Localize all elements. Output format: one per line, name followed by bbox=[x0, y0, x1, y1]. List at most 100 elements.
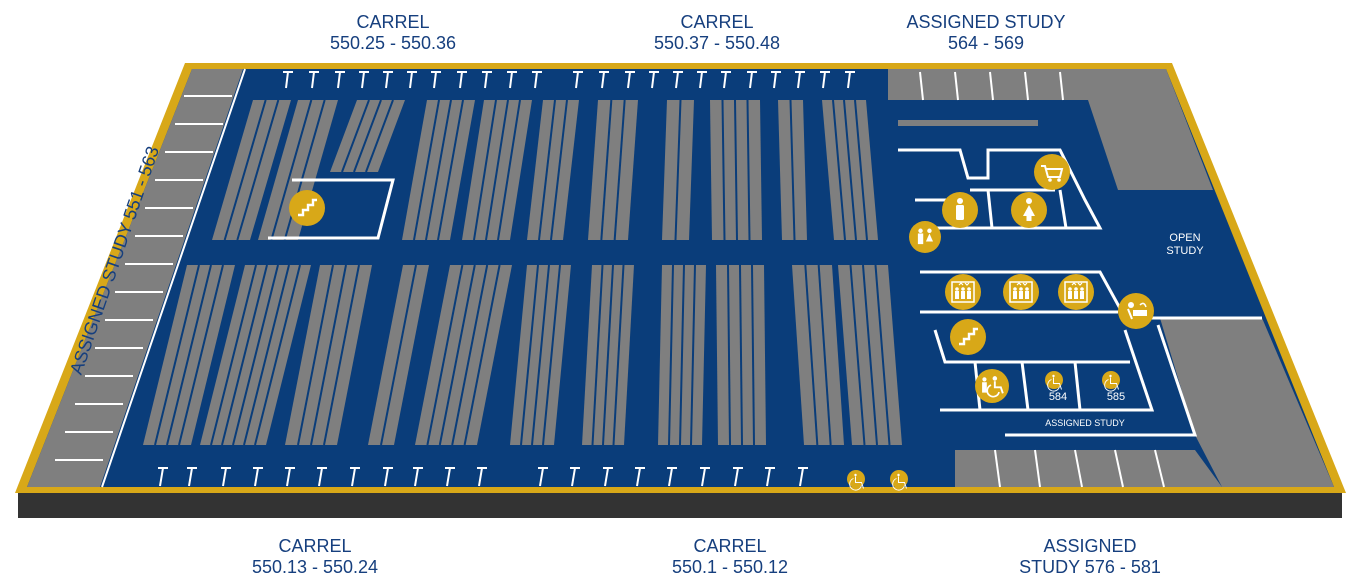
bookshelf-range bbox=[792, 264, 844, 446]
carrel-desk bbox=[477, 467, 487, 487]
carrel-desk bbox=[721, 71, 731, 89]
wheelchair-icon bbox=[1102, 371, 1120, 392]
carrel-desk bbox=[573, 71, 583, 89]
carrel-desk bbox=[747, 71, 757, 89]
carrel-desk bbox=[700, 467, 710, 487]
stairs-icon bbox=[950, 319, 986, 355]
bookshelf-range bbox=[402, 99, 475, 241]
assigned-study-left-block bbox=[27, 69, 243, 487]
bookshelf-range bbox=[778, 99, 807, 241]
room-584-label: 584 bbox=[1048, 391, 1068, 403]
bookshelf-range bbox=[527, 99, 579, 241]
carrel-desk bbox=[532, 71, 542, 89]
elevator-icon bbox=[1003, 274, 1039, 310]
carrel-bottom-mid-range: 550.1 - 550.12 bbox=[671, 557, 789, 577]
bookshelf-range bbox=[710, 99, 762, 241]
carrel-top-mid-title: CARREL bbox=[680, 12, 754, 32]
accessible-restroom-icon bbox=[975, 369, 1009, 403]
carrel-desk bbox=[798, 467, 808, 487]
wheelchair-icon bbox=[847, 470, 865, 491]
carrel-desk bbox=[383, 467, 393, 487]
assigned-study-left-dividers bbox=[55, 68, 246, 488]
carrel-desk bbox=[431, 71, 441, 89]
carrel-top-mid-range: 550.37 - 550.48 bbox=[653, 33, 781, 53]
amenity-icons bbox=[289, 154, 1154, 491]
carrel-desk bbox=[667, 467, 677, 487]
service-counter bbox=[898, 120, 1038, 126]
open-study-line2: STUDY bbox=[1166, 245, 1204, 257]
bookshelf-range bbox=[662, 99, 694, 241]
study-block-lower-right bbox=[1160, 318, 1334, 487]
carrel-bottom-left-title: CARREL bbox=[278, 536, 352, 556]
carrel-desk bbox=[733, 467, 743, 487]
bookshelf-range bbox=[330, 99, 405, 173]
carrel-desk bbox=[538, 467, 548, 487]
bookshelf-range bbox=[716, 264, 766, 446]
carrel-bottom-mid-title: CARREL bbox=[693, 536, 767, 556]
carrel-desk bbox=[283, 71, 293, 89]
stair-enclosure bbox=[268, 178, 395, 240]
carrel-desk bbox=[697, 71, 707, 89]
map-base bbox=[18, 490, 1342, 518]
women-restroom-icon bbox=[1011, 192, 1047, 228]
bookshelf-range bbox=[838, 264, 902, 446]
carrel-desk bbox=[359, 71, 369, 89]
carrel-desk bbox=[603, 467, 613, 487]
carrel-top-left-label: CARREL 550.25 - 550.36 bbox=[318, 12, 468, 54]
stairs-icon bbox=[289, 190, 325, 226]
carrel-desk bbox=[285, 467, 295, 487]
assigned-bottom-right-range: STUDY 576 - 581 bbox=[1019, 557, 1161, 577]
bookshelf-range bbox=[212, 99, 291, 241]
study-block-upper-right bbox=[1088, 69, 1213, 190]
bookshelf-range bbox=[822, 99, 878, 241]
carrel-top-mid-label: CARREL 550.37 - 550.48 bbox=[642, 12, 792, 54]
carrel-desk bbox=[845, 71, 855, 89]
elevator-icon bbox=[1058, 274, 1094, 310]
assigned-study-bottom-right-block bbox=[955, 450, 1222, 487]
men-restroom-icon bbox=[942, 192, 978, 228]
bookshelf-range bbox=[588, 99, 638, 241]
assigned-study-dividers bbox=[919, 71, 1165, 488]
carrel-desk bbox=[673, 71, 683, 89]
carrel-desk bbox=[413, 467, 423, 487]
carrel-desk bbox=[625, 71, 635, 89]
bookshelf-range bbox=[368, 264, 429, 446]
carrel-top-left-title: CARREL bbox=[356, 12, 430, 32]
bookshelf-range bbox=[510, 264, 571, 446]
carrel-desk bbox=[253, 467, 263, 487]
carrel-desk bbox=[335, 71, 345, 89]
carrel-top-left-range: 550.25 - 550.36 bbox=[329, 33, 457, 53]
assigned-bottom-right-title: ASSIGNED bbox=[1043, 536, 1137, 556]
carrel-bottom-mid-label: CARREL 550.1 - 550.12 bbox=[655, 536, 805, 578]
carrel-desk bbox=[221, 467, 231, 487]
shopping-cart-icon bbox=[1034, 154, 1070, 190]
assigned-study-small-label: ASSIGNED STUDY bbox=[1045, 418, 1125, 428]
carrel-desk bbox=[317, 467, 327, 487]
wheelchair-icon bbox=[890, 470, 908, 491]
carrel-desk bbox=[635, 467, 645, 487]
carrel-desk bbox=[795, 71, 805, 89]
open-study-line1: OPEN bbox=[1169, 232, 1201, 244]
assigned-top-right-range: 564 - 569 bbox=[947, 33, 1025, 53]
carrel-desk bbox=[599, 71, 609, 89]
carrel-desk bbox=[771, 71, 781, 89]
bookshelf-range bbox=[658, 264, 706, 446]
open-study-label: OPEN STUDY bbox=[1150, 232, 1220, 258]
carrel-desk bbox=[820, 71, 830, 89]
bookshelf-range bbox=[143, 264, 235, 446]
wheelchair-icon bbox=[1045, 371, 1063, 392]
assigned-top-right-label: ASSIGNED STUDY 564 - 569 bbox=[884, 12, 1088, 54]
carrel-desk bbox=[649, 71, 659, 89]
carrel-desk bbox=[309, 71, 319, 89]
carrel-desk bbox=[445, 467, 455, 487]
bookshelf-range bbox=[200, 264, 311, 446]
carrel-desk bbox=[158, 467, 168, 487]
bookshelf-stacks bbox=[143, 99, 902, 446]
carrel-bottom-left-label: CARREL 550.13 - 550.24 bbox=[240, 536, 390, 578]
bookshelf-range bbox=[582, 264, 634, 446]
elevator-icon bbox=[945, 274, 981, 310]
carrel-bottom-left-range: 550.13 - 550.24 bbox=[251, 557, 379, 577]
carrel-desk bbox=[187, 467, 197, 487]
carrel-desk bbox=[482, 71, 492, 89]
